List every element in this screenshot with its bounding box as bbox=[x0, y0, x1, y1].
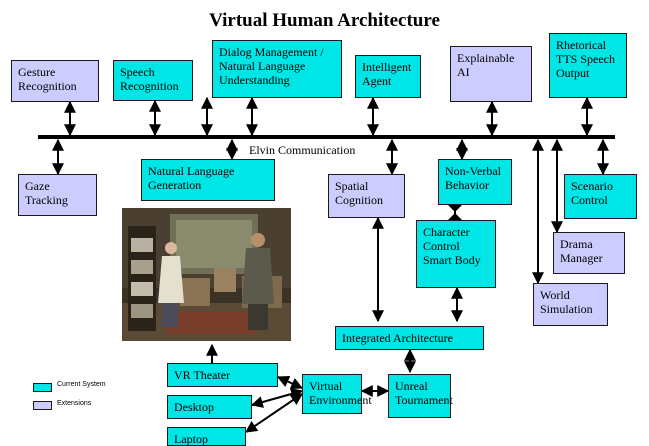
drama-manager-box: Drama Manager bbox=[553, 232, 625, 274]
virtual-scene-image bbox=[122, 208, 291, 341]
scenario-control-box: Scenario Control bbox=[564, 174, 637, 219]
character-control-box: Character Control Smart Body bbox=[416, 220, 496, 288]
scene-person-right-legs bbox=[248, 304, 268, 330]
scene-person-left-head bbox=[165, 242, 177, 254]
scene-shelf-books-4 bbox=[131, 304, 153, 318]
gesture-recognition-box: Gesture Recognition bbox=[11, 60, 99, 102]
non-verbal-behavior-box: Non-Verbal Behavior bbox=[438, 159, 512, 205]
scene-crates-left bbox=[180, 278, 210, 306]
scene-shelf-books-3 bbox=[131, 282, 153, 296]
scene-rug bbox=[166, 312, 256, 334]
scene-person-left-legs bbox=[162, 303, 178, 327]
bus-label: Elvin Communication bbox=[248, 143, 357, 158]
legend-extensions-swatch bbox=[33, 401, 52, 410]
gaze-tracking-box: Gaze Tracking bbox=[18, 174, 97, 216]
dialog-management-box: Dialog Management / Natural Language Und… bbox=[212, 40, 342, 98]
scene-shelf-books-1 bbox=[131, 238, 153, 252]
scene-window-pane bbox=[176, 220, 252, 268]
integrated-architecture-box: Integrated Architecture bbox=[335, 326, 484, 350]
explainable-ai-box: Explainable AI bbox=[450, 46, 532, 102]
scene-person-left-body bbox=[158, 256, 184, 303]
scene-shelf-books-2 bbox=[131, 260, 153, 274]
intelligent-agent-box: Intelligent Agent bbox=[355, 55, 421, 98]
virtual-environment-box: Virtual Environment bbox=[302, 374, 372, 414]
diagram-title: Virtual Human Architecture bbox=[209, 10, 440, 31]
scene-crate-stack bbox=[214, 268, 236, 292]
spatial-cognition-box: Spatial Cognition bbox=[328, 174, 405, 218]
unreal-tournament-box: Unreal Tournament bbox=[388, 374, 453, 418]
desktop-box: Desktop bbox=[167, 395, 252, 419]
speech-recognition-box: Speech Recognition bbox=[113, 60, 193, 101]
scene-person-right-head bbox=[251, 233, 265, 247]
nl-generation-box: Natural Language Generation bbox=[141, 159, 275, 201]
world-simulation-box: World Simulation bbox=[533, 283, 608, 326]
laptop-box: Laptop bbox=[167, 427, 246, 446]
link-vrtheater-virtualenv bbox=[276, 376, 304, 389]
scene-person-right-body bbox=[242, 248, 274, 304]
legend-current-swatch bbox=[33, 383, 52, 392]
link-laptop-virtualenv bbox=[245, 393, 303, 433]
legend-extensions-label: Extensions bbox=[57, 400, 92, 407]
tts-speech-output-box: Rhetorical TTS Speech Output bbox=[549, 33, 627, 98]
legend-current-label: Current System bbox=[57, 381, 106, 388]
vr-theater-box: VR Theater bbox=[167, 363, 278, 387]
